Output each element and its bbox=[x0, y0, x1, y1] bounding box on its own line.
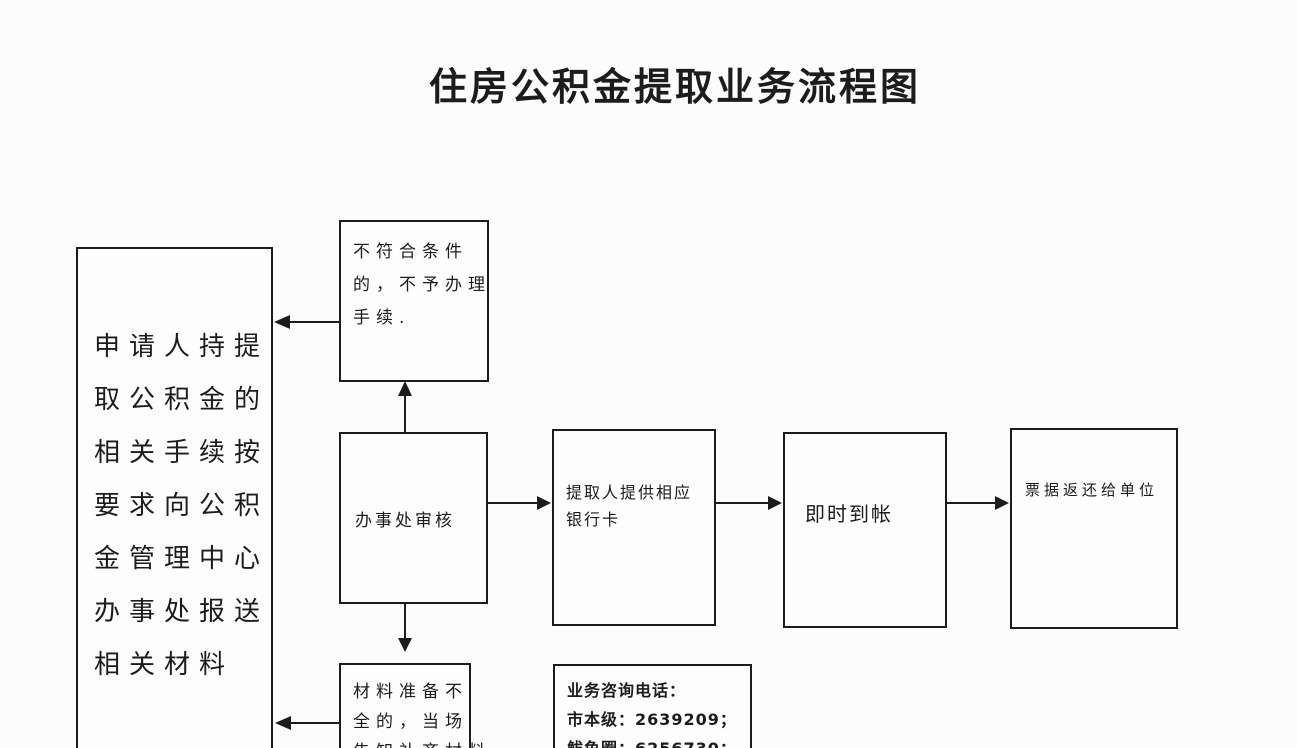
arrow-reject-to-applicant bbox=[274, 315, 339, 329]
reject-notice-box: 不符合条件 的，不予办理 手续. bbox=[339, 220, 489, 382]
bank-card-box-line: 银行卡 bbox=[566, 510, 621, 529]
arrow-instant-to-return bbox=[947, 496, 1009, 510]
hotline-box-line: 市本级：2639209； bbox=[567, 710, 737, 729]
instant-credit-box: 即时到帐 bbox=[783, 432, 947, 628]
office-review-label: 办事处审核 bbox=[355, 510, 455, 531]
arrow-review-to-reject bbox=[398, 381, 412, 432]
applicant-box-line: 要求向公积 bbox=[94, 491, 270, 521]
page-title: 住房公积金提取业务流程图 bbox=[428, 65, 922, 109]
hotline-info-box: 业务咨询电话： 市本级：2639209； 鲅鱼圈：6256730； bbox=[553, 664, 752, 748]
arrow-review-to-incomplete bbox=[398, 604, 412, 652]
applicant-box-line: 相关手续按 bbox=[94, 438, 270, 468]
receipt-return-box: 票据返还给单位 bbox=[1010, 428, 1178, 629]
hotline-box-line: 业务咨询电话： bbox=[567, 681, 687, 700]
incomplete-box-line: 材料准备不 bbox=[353, 682, 468, 702]
office-review-box: 办事处审核 bbox=[339, 432, 488, 604]
reject-box-line: 不符合条件 bbox=[353, 242, 468, 262]
applicant-box-line: 金管理中心 bbox=[94, 544, 270, 574]
instant-credit-label: 即时到帐 bbox=[805, 502, 893, 526]
arrow-review-to-bankcard bbox=[488, 496, 551, 510]
applicant-box-line: 办事处报送 bbox=[94, 597, 270, 627]
bank-card-box-line: 提取人提供相应 bbox=[566, 483, 693, 502]
applicant-box-line: 取公积金的 bbox=[94, 385, 270, 415]
applicant-submit-box: 申请人持提 取公积金的 相关手续按 要求向公积 金管理中心 办事处报送 相关材料 bbox=[76, 247, 273, 748]
bank-card-box: 提取人提供相应 银行卡 bbox=[552, 429, 716, 626]
applicant-box-line: 申请人持提 bbox=[94, 332, 270, 362]
applicant-box-line: 相关材料 bbox=[94, 650, 235, 680]
hotline-box-line: 鲅鱼圈：6256730； bbox=[567, 734, 750, 748]
receipt-return-label: 票据返还给单位 bbox=[1025, 481, 1159, 499]
incomplete-box-line: 全的，当场 bbox=[353, 712, 468, 732]
arrow-bankcard-to-instant bbox=[716, 496, 782, 510]
incomplete-box-line: 告知补齐材料 bbox=[353, 737, 485, 748]
incomplete-materials-box: 材料准备不 全的，当场 告知补齐材料 bbox=[339, 663, 485, 748]
reject-box-line: 手续. bbox=[353, 308, 411, 328]
arrow-incomplete-to-applicant bbox=[275, 716, 339, 730]
reject-box-line: 的，不予办理 bbox=[353, 275, 491, 295]
